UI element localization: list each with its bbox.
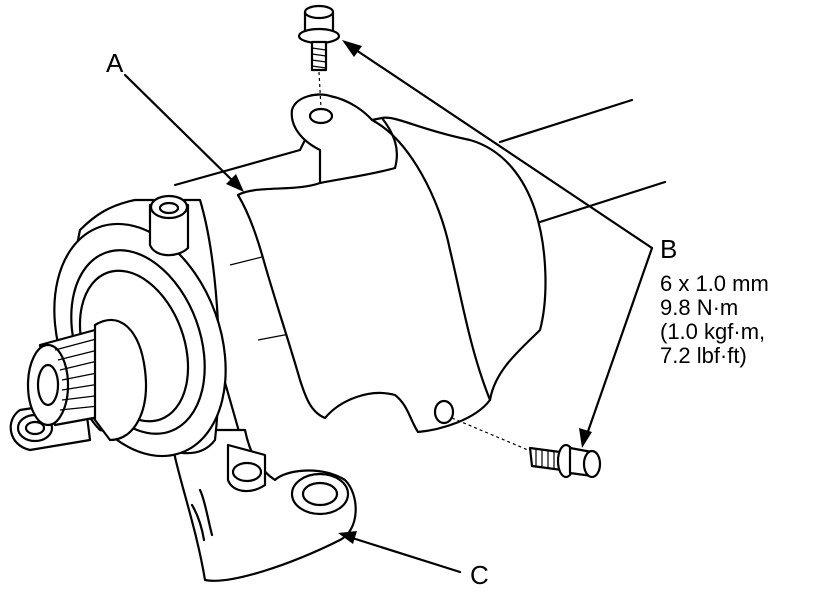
arrowhead-b-upper xyxy=(342,40,362,57)
callout-c-letter: C xyxy=(470,560,489,590)
arrowhead-c xyxy=(338,531,357,544)
mounting-bracket xyxy=(168,428,357,582)
lower-tab-hole xyxy=(433,399,455,425)
arrowhead-b-lower xyxy=(579,428,592,448)
splined-shaft xyxy=(26,318,148,442)
callout-a-letter: A xyxy=(106,48,124,78)
torque-lbfft: 7.2 lbf·ft) xyxy=(660,343,747,368)
leader-lines xyxy=(123,40,654,574)
upper-flange-bolt xyxy=(297,4,341,109)
torque-kgfm: (1.0 kgf·m, xyxy=(660,319,766,344)
upper-tab-hole xyxy=(308,107,334,125)
lower-flange-bolt xyxy=(451,417,602,479)
heat-shield-cover xyxy=(236,93,547,434)
callout-b-letter: B xyxy=(660,234,678,264)
callout-b-spec: 6 x 1.0 mm 9.8 N·m (1.0 kgf·m, 7.2 lbf·f… xyxy=(660,272,769,368)
bolt-size: 6 x 1.0 mm xyxy=(660,271,769,296)
arrowhead-a xyxy=(226,174,244,192)
torque-nm: 9.8 N·m xyxy=(660,295,739,320)
intermediate-shaft xyxy=(498,98,667,224)
